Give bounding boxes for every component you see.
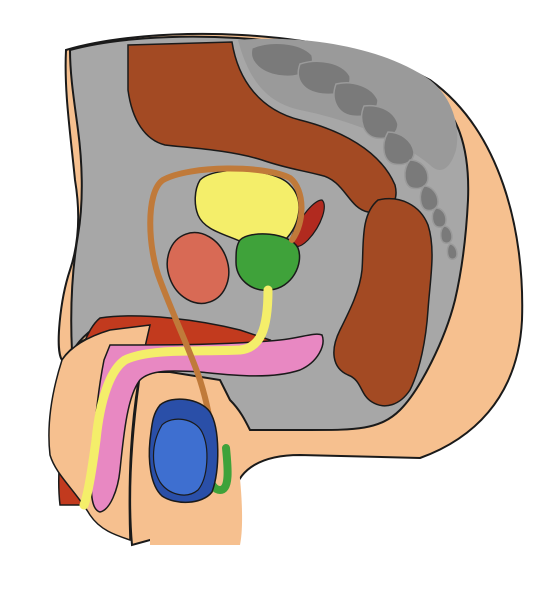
vas-deferens xyxy=(147,165,305,451)
vertebrae xyxy=(250,42,458,260)
testis-inner xyxy=(152,418,208,496)
coccyx-5 xyxy=(446,243,458,260)
rectum-lower xyxy=(333,198,433,407)
rectum-upper xyxy=(127,41,397,214)
pubic-bone xyxy=(166,231,230,305)
urethra xyxy=(79,285,273,510)
coccyx-4 xyxy=(440,225,453,244)
